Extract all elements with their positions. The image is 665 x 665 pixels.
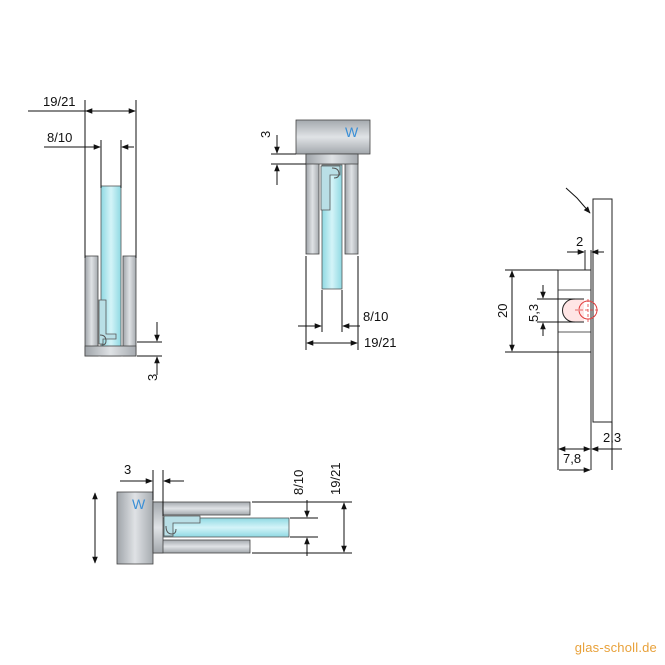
leader-line: [565, 187, 591, 214]
gasket-profile: [98, 299, 117, 345]
screw-hole: [562, 298, 584, 323]
dim-bottom-left: [92, 470, 352, 564]
label-hole-right: 5,3: [526, 304, 541, 322]
label-offset-a-right: 2,3: [603, 430, 621, 445]
clamp-base: [84, 345, 137, 357]
dim-top-middle: [271, 135, 360, 350]
dim-outer-top-left: [28, 100, 162, 375]
clamp-left-arm: [84, 255, 99, 357]
view-bottom-left: W 3 8/10 19/21: [92, 462, 352, 565]
clamp-left-arm: [305, 153, 320, 255]
view-right-side: 2 20 5,3 2,3 7,8: [495, 187, 622, 473]
view-top-middle: W 3 8/10 19/21: [258, 119, 397, 350]
label-inner-bottom: 8/10: [291, 470, 306, 495]
label-inner-top-middle: 8/10: [363, 309, 388, 324]
clamp-bottom-arm: [152, 539, 251, 554]
gasket-hook: [331, 167, 340, 179]
glass-plate-side: [592, 198, 613, 423]
label-outer-top-left: 19/21: [43, 94, 76, 109]
label-height-right: 20: [495, 304, 510, 318]
brand-watermark: glas-scholl.de: [574, 640, 657, 655]
label-inner-top-left: 8/10: [47, 130, 72, 145]
gasket-profile: [320, 165, 341, 211]
gasket-profile: [163, 515, 201, 537]
label-bottom-top-left: 3: [145, 374, 160, 381]
gasket-hook: [99, 334, 107, 346]
gasket-hook: [165, 525, 177, 535]
dim-right-side: [505, 249, 622, 473]
clamp-right-arm: [344, 153, 359, 255]
label-gap-right: 2: [576, 234, 583, 249]
wall-mark: W: [345, 124, 359, 140]
label-top-top-middle: 3: [258, 131, 273, 138]
label-offset-b-right: 7,8: [563, 451, 581, 466]
label-outer-top-middle: 19/21: [364, 335, 397, 350]
clamp-top-arm: [152, 501, 251, 516]
clamp-base: [152, 501, 164, 554]
wall-mark: W: [132, 496, 146, 512]
view-top-left: 19/21 8/10 3: [28, 94, 162, 381]
wall-block: [295, 119, 371, 155]
clamp-base: [305, 153, 359, 165]
label-left-bottom: 3: [124, 462, 131, 477]
label-outer-bottom: 19/21: [328, 462, 343, 495]
clamp-right-arm: [122, 255, 137, 357]
wall-block: [116, 491, 154, 565]
